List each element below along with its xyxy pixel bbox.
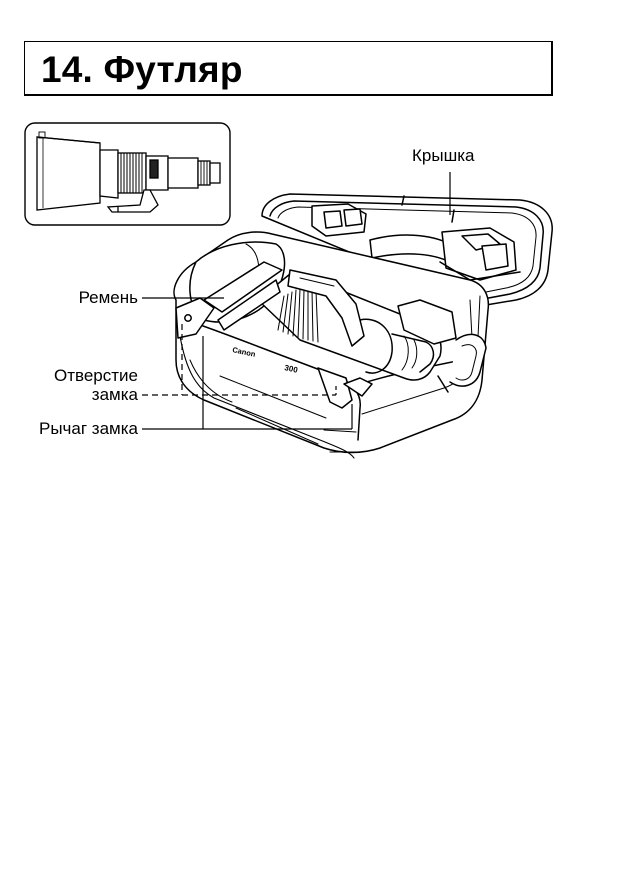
inset-lens-thumbnail bbox=[25, 123, 230, 225]
callout-lock-lever: Рычаг замка bbox=[10, 419, 138, 439]
callout-strap: Ремень bbox=[60, 288, 138, 308]
callout-lid: Крышка bbox=[412, 146, 474, 166]
hard-case bbox=[174, 194, 552, 458]
callout-lock-hole-line2: замка bbox=[20, 385, 138, 405]
callout-lock-hole-line1: Отверстие bbox=[20, 366, 138, 386]
